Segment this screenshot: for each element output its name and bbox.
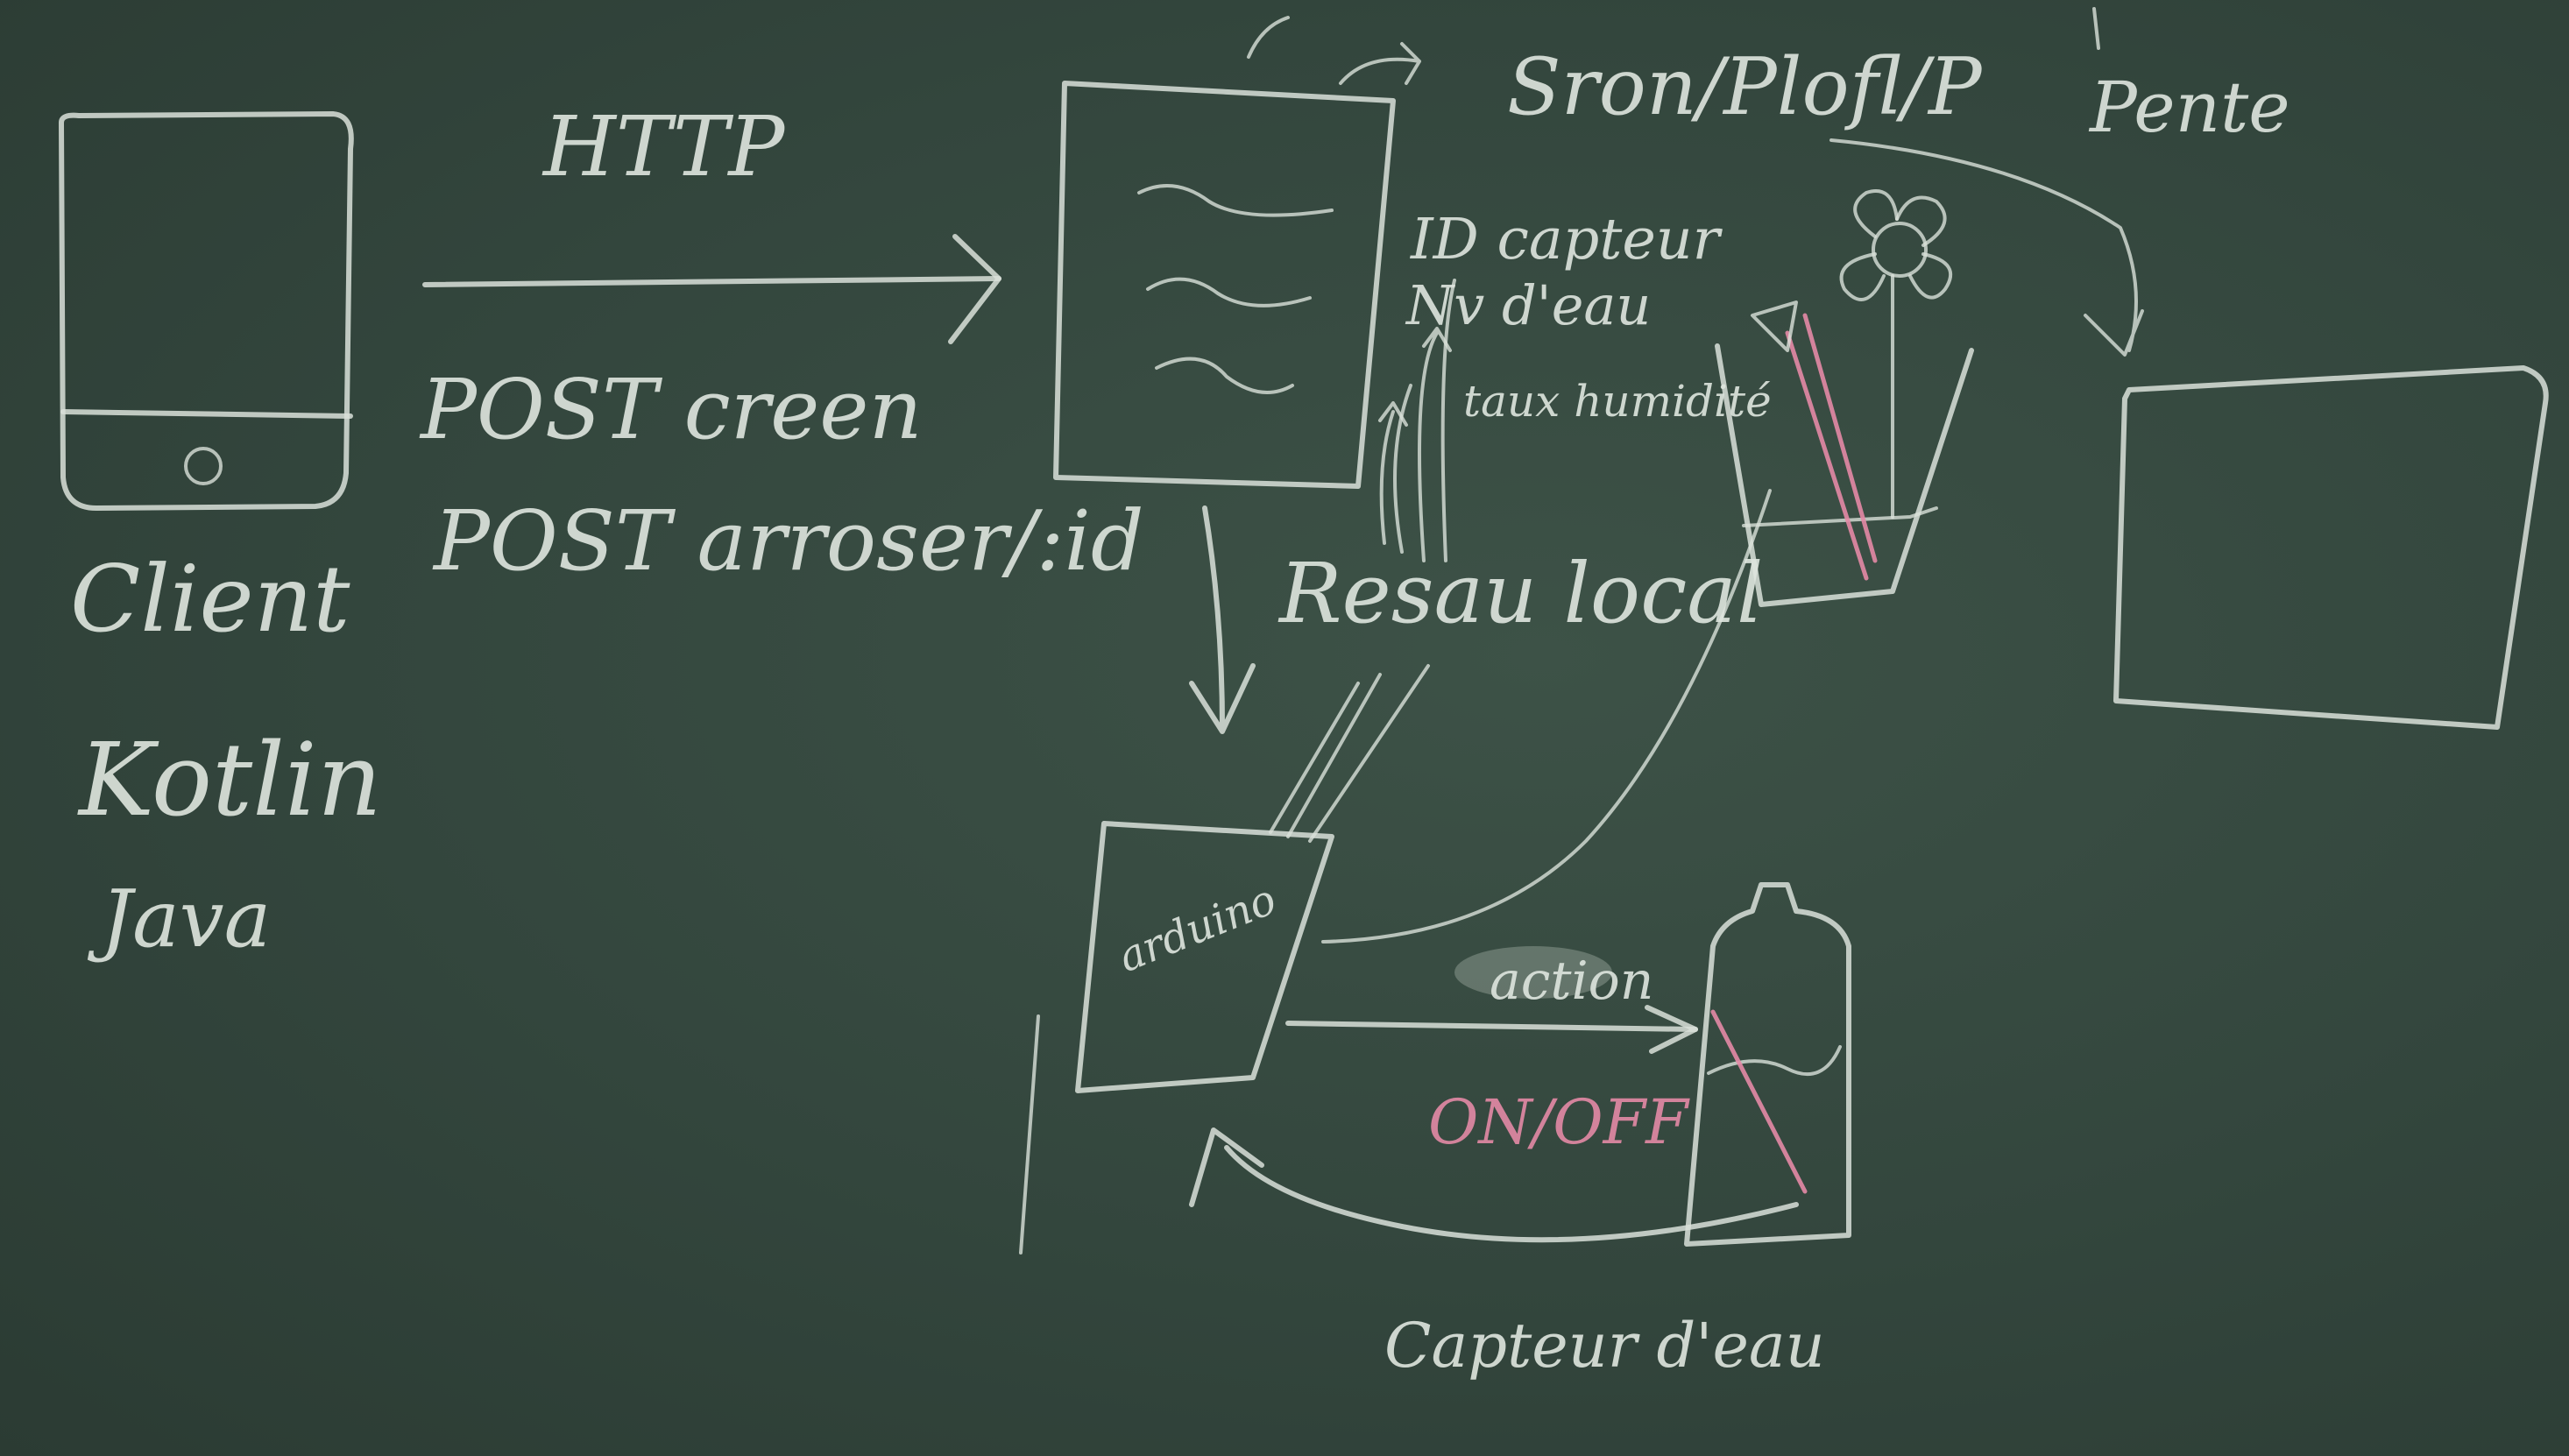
water-tank-drawing <box>1684 882 1851 1247</box>
network-arrows <box>1269 279 1456 843</box>
sensor-id-label: ID capteur <box>1410 207 1723 272</box>
server-to-arduino-arrow <box>1189 505 1256 734</box>
server-box <box>1053 16 1421 489</box>
http-arrow <box>422 234 1001 344</box>
arduino-label: arduino <box>1112 875 1284 982</box>
chalk-mark <box>1019 1014 1040 1255</box>
server-top-label: Sron/Plofl/P <box>1507 41 1983 133</box>
local-network-label: Resau local <box>1277 546 1763 642</box>
chalk-mark-top <box>2092 7 2100 50</box>
post-create-label: POST creen <box>419 362 923 458</box>
screen-box <box>2113 365 2549 730</box>
action-arrow <box>1285 1005 1698 1054</box>
post-arroser-label: POST arroser/:id <box>432 493 1144 590</box>
phone-drawing <box>59 111 354 511</box>
plant-pot-drawing <box>1715 189 1974 607</box>
sensor-humidity-label: taux humidité <box>1463 376 1772 427</box>
kotlin-label: Kotlin <box>77 722 382 839</box>
sensor-return-arrow <box>1189 1127 1799 1243</box>
on-off-label: ON/OFF <box>1428 1086 1690 1158</box>
erased-smudge <box>1454 946 1612 999</box>
sensor-water-level-label: Nv d'eau <box>1405 273 1651 337</box>
pente-label: Pente <box>2088 67 2290 148</box>
java-label: Java <box>87 873 271 965</box>
http-label: HTTP <box>541 99 786 195</box>
server-to-screen-arrow <box>1829 138 2144 357</box>
action-label: action <box>1490 951 1653 1012</box>
client-label: Client <box>70 546 350 653</box>
arduino-to-pot-wire <box>1321 489 1772 944</box>
arduino-box <box>1075 821 1334 1093</box>
water-sensor-label: Capteur d'eau <box>1384 1310 1825 1382</box>
